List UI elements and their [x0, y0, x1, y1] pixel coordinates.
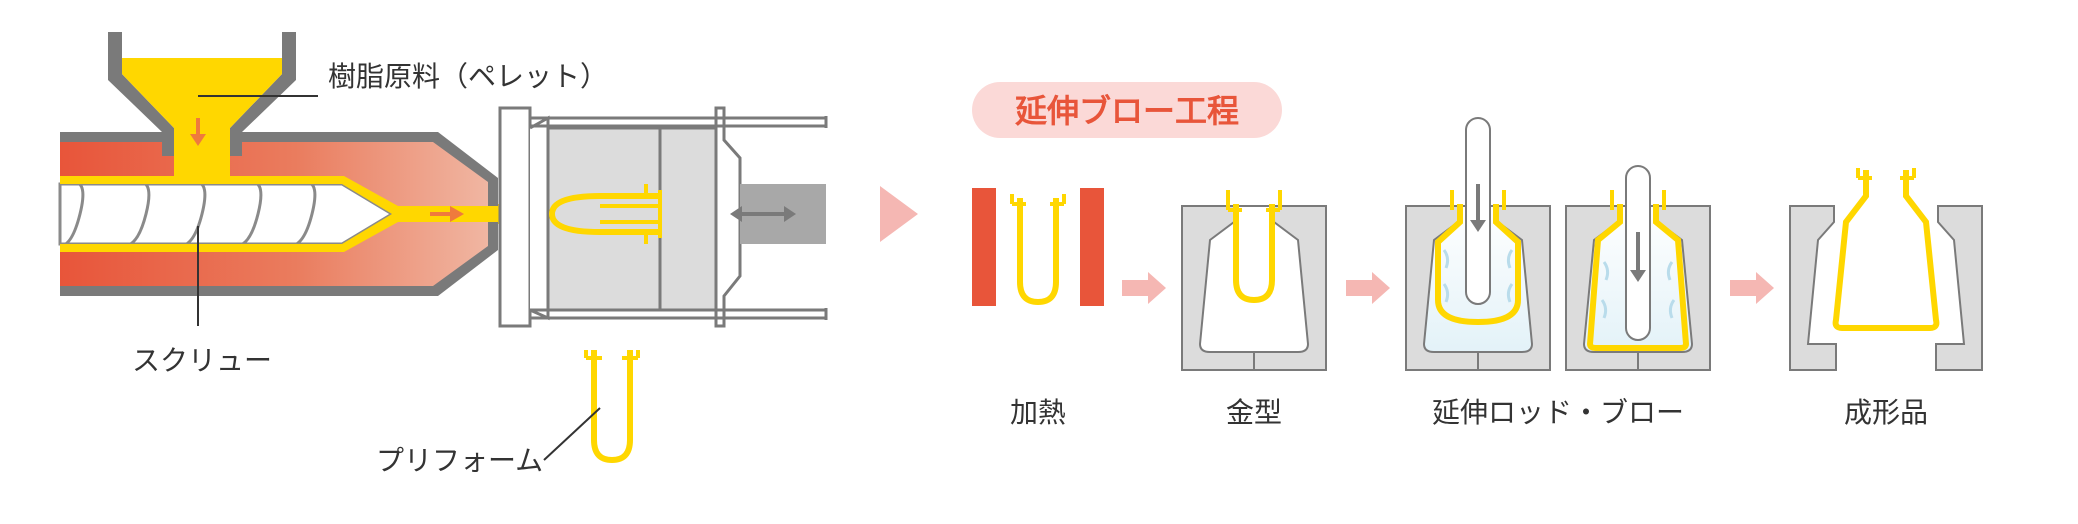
screw: [58, 182, 395, 246]
process-title-pill: [972, 82, 1282, 138]
hopper-resin: [122, 58, 282, 180]
resin-label: 樹脂原料（ペレット）: [328, 60, 608, 93]
finished-bottle: [1832, 170, 1940, 331]
stretch-blow-process: 延伸ブロー工程: [972, 82, 1983, 429]
preform-heating: [1017, 198, 1059, 306]
transition-arrow: [880, 186, 918, 242]
melt-flow-arrow: [450, 206, 464, 222]
step-mold: [1181, 190, 1327, 371]
hopper-shell: [108, 32, 296, 156]
screw-label: スクリュー: [132, 344, 272, 377]
mold-right-open: [1935, 205, 1983, 371]
step-finished: [1789, 168, 1983, 371]
preform-label: プリフォーム: [376, 444, 543, 477]
step-label-mold: 金型: [1226, 396, 1282, 429]
step-label-heating: 加熱: [1010, 396, 1066, 429]
preform-in-mold: [548, 193, 660, 235]
step-arrow-3: [1730, 272, 1774, 304]
ejected-preform: [591, 350, 633, 464]
injection-machine: 樹脂原料（ペレット） スクリュー プリフォーム: [58, 32, 828, 477]
melt-channel: [60, 176, 500, 252]
bottle-stretching: [1435, 204, 1521, 326]
heater-right: [1080, 188, 1104, 306]
step-label-product: 成形品: [1844, 396, 1928, 429]
preform-in-blow-mold: [1233, 204, 1275, 304]
mold-moving-half: [658, 126, 718, 312]
step-arrow-2: [1346, 272, 1390, 304]
fixed-platen: [498, 106, 532, 328]
preform-leader: [543, 407, 601, 461]
step-heating: [972, 188, 1104, 306]
process-title: 延伸ブロー工程: [1014, 92, 1239, 130]
step-label-stretch-blow: 延伸ロッド・ブロー: [1432, 396, 1684, 429]
step-arrow-1: [1122, 272, 1166, 304]
bottle-blown: [1586, 204, 1690, 351]
heater-left: [972, 188, 996, 306]
screw-flights: [59, 180, 317, 248]
mold-left-open: [1789, 205, 1837, 371]
step-blow: [1565, 165, 1711, 371]
step-stretch-rod: [1405, 117, 1551, 371]
resin-feed-arrow: [190, 134, 206, 146]
mold-cavity: [1198, 205, 1310, 353]
